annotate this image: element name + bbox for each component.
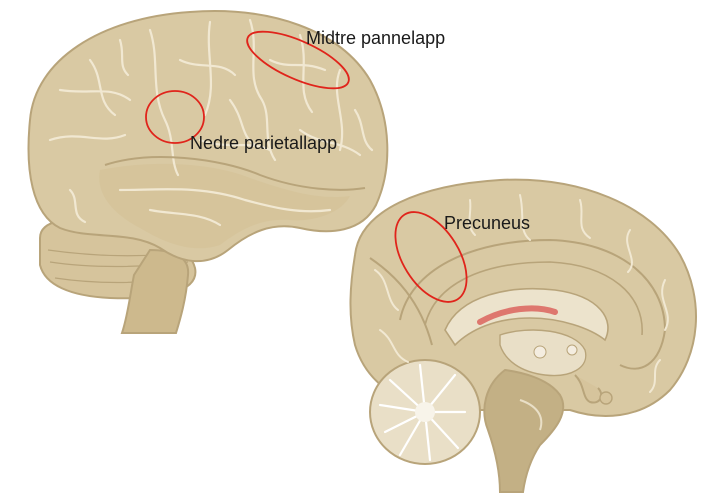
label-middle-frontal: Midtre pannelapp bbox=[306, 29, 445, 47]
medial-brainstem bbox=[484, 370, 563, 492]
label-inferior-parietal: Nedre parietallapp bbox=[190, 134, 337, 152]
medial-cerebellum bbox=[370, 360, 480, 464]
label-precuneus: Precuneus bbox=[444, 214, 530, 232]
